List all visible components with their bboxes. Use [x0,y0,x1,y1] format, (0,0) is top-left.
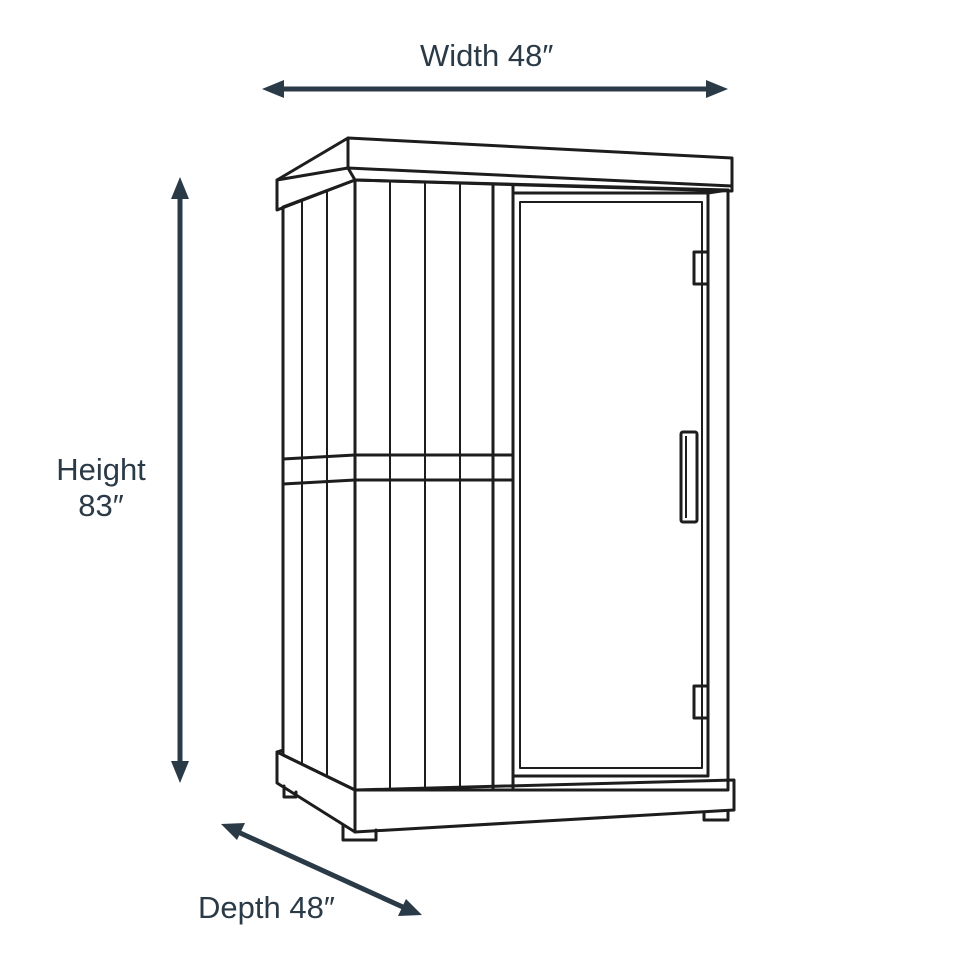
hinge-top [692,250,710,286]
door-handle [679,430,699,524]
base [275,748,736,842]
depth-arrow [221,823,422,916]
width-arrow [262,80,728,98]
front-slat-panel [353,178,730,792]
height-label-value: 83″ [78,487,124,523]
height-arrow [171,177,189,783]
hinge-bottom [692,684,710,720]
side-panel [281,178,357,792]
height-label-title: Height [56,452,146,487]
height-label: Height 83″ [46,452,156,523]
door [511,188,730,778]
depth-label: Depth 48″ [198,890,335,925]
width-label: Width 48″ [420,38,554,73]
sauna-cabinet [275,136,736,842]
roof-cap [275,136,734,212]
